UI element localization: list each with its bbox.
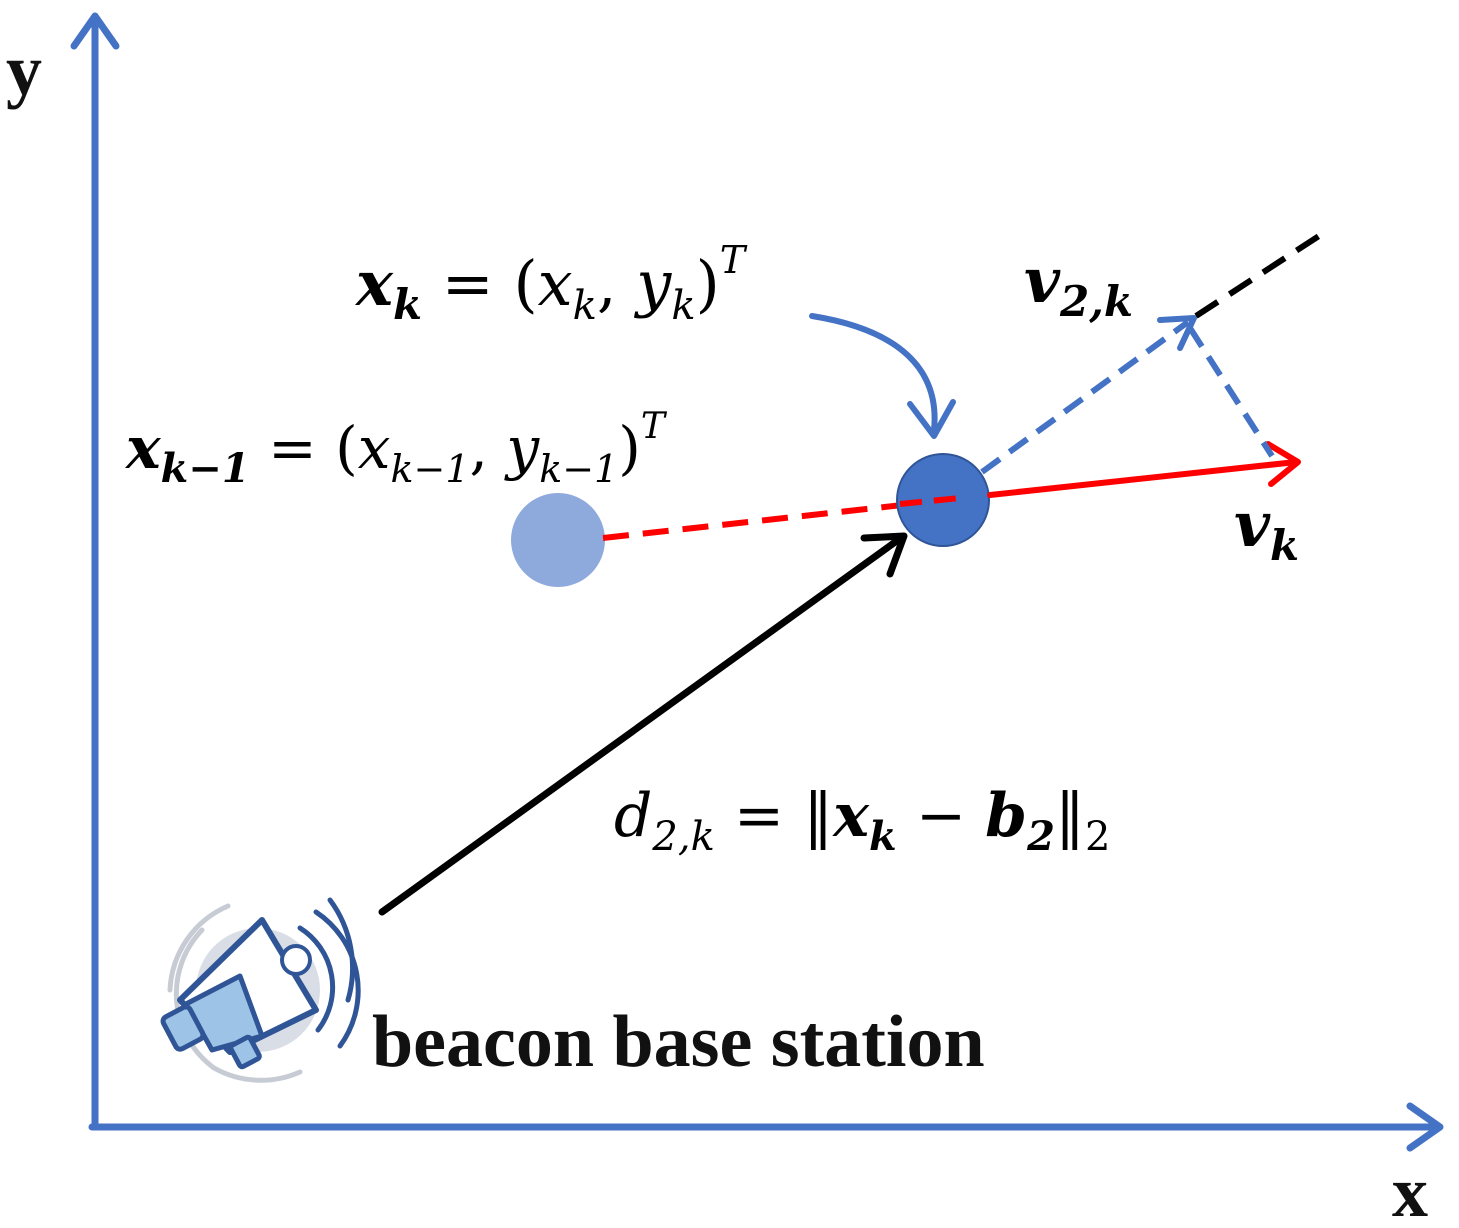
distance-direction-extension [1194, 231, 1324, 319]
y-axis [70, 12, 120, 1131]
trajectory-dashed-overlay [899, 495, 961, 507]
megaphone-icon [160, 897, 361, 1083]
v2k-label: v2,k [1024, 244, 1133, 326]
xk-label: xk = (xk, yk)T [354, 238, 748, 329]
pointer-arrow [809, 313, 956, 439]
x-axis [88, 1102, 1444, 1152]
previous-position-point [511, 493, 605, 587]
xk-minus-1-label: xk−1 = (xk−1, yk−1)T [124, 406, 668, 492]
distance-arrow [378, 532, 908, 916]
projection-vector [980, 315, 1275, 475]
distance-label: d2,k = ‖xk − b2‖2 [614, 781, 1110, 860]
trajectory-dashed-line [602, 499, 931, 541]
vk-label: vk [1234, 488, 1299, 570]
y-axis-label: y [6, 30, 42, 110]
velocity-arrow [987, 441, 1301, 498]
x-axis-label: x [1392, 1152, 1428, 1228]
station-label: beacon base station [372, 1001, 985, 1083]
